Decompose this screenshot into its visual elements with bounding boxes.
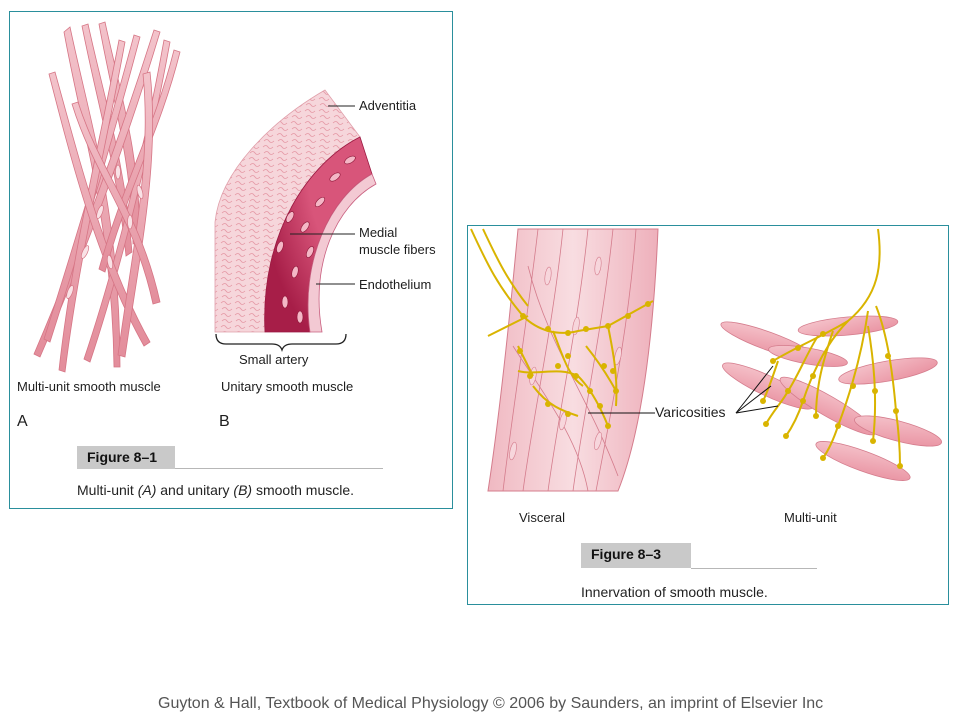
figure-8-1-caption: Multi-unit (A) and unitary (B) smooth mu… [77,482,354,498]
source-credit: Guyton & Hall, Textbook of Medical Physi… [158,695,824,712]
figure-8-1-number: Figure 8–1 [77,446,175,469]
figure-8-3-rule [691,568,817,569]
caption-part: smooth muscle. [252,482,355,498]
label-letter-b: B [219,413,230,430]
figure-8-3-number: Figure 8–3 [581,543,691,568]
label-adventitia: Adventitia [359,98,417,113]
caption-part: Multi-unit [77,482,138,498]
caption-part: and unitary [156,482,234,498]
label-unitary-smooth-muscle: Unitary smooth muscle [221,379,354,394]
visceral-varicosities [517,301,651,429]
label-medial: Medial [359,225,398,240]
figure-8-1-panel: Adventitia Medial muscle fibers Endothel… [9,11,453,509]
figure-8-3-illustration [470,228,942,492]
figure-8-1-rule [175,468,383,469]
medial-nuclei [276,155,356,324]
caption-part-italic: (A) [137,482,157,498]
label-visceral: Visceral [519,510,566,525]
caption-part-italic: (B) [233,482,253,498]
label-endothelium: Endothelium [359,277,432,292]
figure-8-3-caption: Innervation of smooth muscle. [581,584,768,600]
figure-8-1-illustration [33,21,377,373]
small-artery-wall [214,89,377,333]
label-letter-a: A [17,413,28,430]
small-artery-brace [215,333,347,353]
label-small-artery: Small artery [239,352,309,367]
multi-unit-nuclei [66,164,144,299]
label-multi-unit: Multi-unit [784,510,837,525]
figure-8-1-leader-lines [290,105,355,285]
label-muscle-fibers: muscle fibers [359,242,436,257]
figure-8-3-panel: Varicosities Visceral Multi-unit Figure … [467,225,949,605]
multi-unit-fibers [33,21,181,373]
visceral-muscle-sheet [487,228,659,492]
varicosities-leader-lines [588,365,779,414]
label-varicosities: Varicosities [655,404,726,420]
label-multi-unit-smooth-muscle: Multi-unit smooth muscle [17,379,161,394]
multi-unit-varicosities [760,331,903,469]
